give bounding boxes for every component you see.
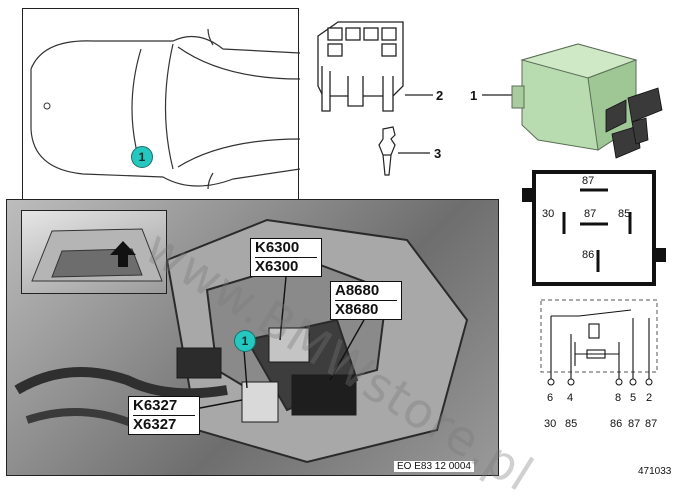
pin-label-right: 85 bbox=[618, 208, 631, 220]
relay-socket-drawing bbox=[317, 21, 404, 112]
engine-bay-inset bbox=[21, 210, 167, 294]
relay-drawing bbox=[511, 43, 663, 159]
schematic-terminal-85: 85 bbox=[565, 418, 578, 430]
car-locator-frame: 1 bbox=[22, 8, 301, 211]
socket-leader-line bbox=[405, 94, 433, 96]
label-x8680: X8680 bbox=[335, 300, 397, 319]
label-k6327: K6327 bbox=[133, 397, 178, 414]
label-a8680-x8680: A8680 X8680 bbox=[330, 281, 402, 320]
schematic-pin-6: 6 bbox=[547, 392, 554, 404]
label-x6327: X6327 bbox=[133, 415, 195, 434]
label-k6327-x6327: K6327 X6327 bbox=[128, 396, 200, 435]
terminal-leader-line bbox=[398, 152, 430, 154]
schematic-terminal-87b: 87 bbox=[645, 418, 658, 430]
socket-part-number: 2 bbox=[436, 88, 444, 103]
photo-location-marker: 1 bbox=[234, 330, 256, 352]
label-k6300: K6300 bbox=[255, 239, 300, 256]
inset-car-front bbox=[31, 228, 163, 282]
terminal-part-number: 3 bbox=[434, 146, 442, 161]
schematic-terminal-87a: 87 bbox=[628, 418, 641, 430]
pin-label-bottom: 86 bbox=[582, 249, 595, 261]
label-x6300: X6300 bbox=[255, 257, 317, 276]
photo-code: EO E83 12 0004 bbox=[394, 461, 474, 472]
relay-schematic bbox=[540, 299, 658, 386]
photo-leader-lines bbox=[199, 276, 365, 409]
schematic-pin-5: 5 bbox=[630, 392, 637, 404]
schematic-pin-8: 8 bbox=[615, 392, 622, 404]
pin-label-center: 87 bbox=[584, 208, 597, 220]
label-k6300-x6300: K6300 X6300 bbox=[250, 238, 322, 277]
pin-label-top: 87 bbox=[582, 175, 595, 187]
pin-label-left: 30 bbox=[542, 208, 555, 220]
car-outline bbox=[30, 28, 301, 190]
relay-part-number: 1 bbox=[470, 88, 478, 103]
schematic-pin-2: 2 bbox=[646, 392, 653, 404]
engine-bay-photo-detail bbox=[14, 218, 469, 464]
schematic-pin-4: 4 bbox=[567, 392, 574, 404]
label-a8680: A8680 bbox=[335, 282, 380, 299]
diagram-number: 471033 bbox=[638, 466, 672, 477]
relay-pin-layout bbox=[522, 170, 666, 286]
schematic-terminal-86: 86 bbox=[610, 418, 623, 430]
terminal-pin-drawing bbox=[378, 126, 396, 176]
schematic-terminal-30: 30 bbox=[544, 418, 557, 430]
car-location-marker: 1 bbox=[131, 146, 153, 168]
relay-leader-line bbox=[482, 94, 516, 96]
